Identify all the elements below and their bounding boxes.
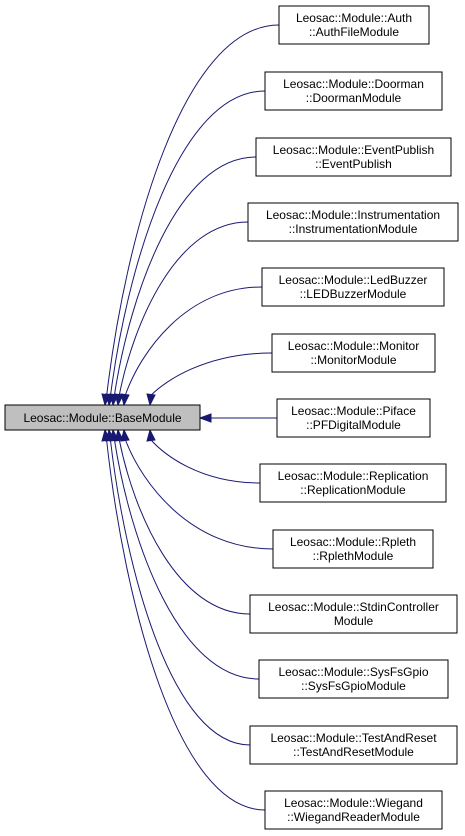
derived-node-label: Leosac::Module::Auth (296, 11, 412, 25)
derived-node-label: Leosac::Module::StdinController (268, 600, 439, 614)
inheritance-edge-testandreset (109, 439, 251, 746)
inheritance-edge-sysfsgpio (113, 439, 260, 680)
derived-node-auth[interactable]: Leosac::Module::Auth::AuthFileModule (278, 5, 430, 45)
inheritance-edge-auth (106, 24, 280, 396)
arrowhead-ledbuzzer (120, 393, 130, 407)
derived-node-label: Leosac::Module::EventPublish (273, 143, 434, 157)
inheritance-edge-stdincontroller (118, 439, 251, 615)
derived-nodes: Leosac::Module::Auth::AuthFileModuleLeos… (247, 5, 459, 830)
inheritance-edge-eventpublish (113, 156, 257, 396)
derived-node-label: ::LEDBuzzerModule (300, 287, 407, 301)
derived-node-label: ::ReplicationModule (300, 483, 406, 497)
inheritance-edge-rpleth (125, 439, 274, 550)
base-node-label: Leosac::Module::BaseModule (23, 411, 181, 425)
derived-node-label: Leosac::Module::TestAndReset (270, 731, 437, 745)
derived-node-replication[interactable]: Leosac::Module::Replication::Replication… (259, 463, 447, 503)
inheritance-edges (101, 24, 280, 811)
derived-node-piface[interactable]: Leosac::Module::Piface::PFDigitalModule (276, 398, 431, 438)
arrowhead-replication (146, 428, 156, 442)
derived-node-label: Leosac::Module::Piface (291, 404, 416, 418)
derived-node-instrumentation[interactable]: Leosac::Module::Instrumentation::Instrum… (247, 202, 459, 242)
derived-node-label: ::EventPublish (315, 157, 392, 171)
derived-node-label: Leosac::Module::SysFsGpio (278, 665, 428, 679)
derived-node-label: Leosac::Module::Doorman (283, 77, 424, 91)
derived-node-label: ::InstrumentationModule (289, 222, 418, 236)
derived-node-ledbuzzer[interactable]: Leosac::Module::LedBuzzer::LEDBuzzerModu… (261, 267, 445, 307)
derived-node-label: Leosac::Module::Rpleth (290, 535, 416, 549)
arrowhead-rpleth (120, 428, 130, 442)
derived-node-monitor[interactable]: Leosac::Module::Monitor::MonitorModule (271, 333, 436, 373)
derived-node-wiegand[interactable]: Leosac::Module::Wiegand::WiegandReaderMo… (264, 790, 443, 830)
arrowhead-wiegand (101, 428, 111, 442)
inheritance-edge-doorman (110, 90, 266, 396)
derived-node-label: ::SysFsGpioModule (301, 679, 406, 693)
derived-node-sysfsgpio[interactable]: Leosac::Module::SysFsGpio::SysFsGpioModu… (258, 659, 449, 699)
derived-node-label: Module (334, 614, 374, 628)
inheritance-edge-instrumentation (118, 221, 249, 396)
arrowhead-monitor (146, 393, 156, 407)
inheritance-edge-ledbuzzer (124, 286, 263, 396)
derived-node-testandreset[interactable]: Leosac::Module::TestAndReset::TestAndRes… (249, 725, 458, 765)
inheritance-edge-monitor (150, 352, 273, 396)
arrowhead-instrumentation (114, 393, 124, 407)
derived-node-label: ::AuthFileModule (309, 25, 399, 39)
derived-node-label: ::PFDigitalModule (306, 418, 401, 432)
derived-node-label: Leosac::Module::Instrumentation (266, 208, 440, 222)
derived-node-label: ::WiegandReaderModule (287, 810, 420, 824)
derived-node-label: Leosac::Module::Monitor (288, 339, 419, 353)
derived-node-label: ::RplethModule (313, 549, 394, 563)
derived-node-eventpublish[interactable]: Leosac::Module::EventPublish::EventPubli… (255, 137, 452, 177)
inheritance-edge-replication (150, 439, 261, 484)
base-node-basemodule[interactable]: Leosac::Module::BaseModule (4, 404, 201, 431)
derived-node-label: Leosac::Module::LedBuzzer (279, 273, 428, 287)
derived-node-doorman[interactable]: Leosac::Module::Doorman::DoormanModule (264, 71, 443, 111)
inheritance-edge-wiegand (106, 439, 266, 811)
derived-node-label: ::MonitorModule (310, 353, 396, 367)
derived-node-label: ::TestAndResetModule (293, 745, 414, 759)
derived-node-label: Leosac::Module::Wiegand (284, 796, 423, 810)
arrowhead-piface (198, 413, 212, 423)
derived-node-label: Leosac::Module::Replication (278, 469, 429, 483)
derived-node-rpleth[interactable]: Leosac::Module::Rpleth::RplethModule (272, 529, 434, 569)
derived-node-label: ::DoormanModule (306, 91, 402, 105)
